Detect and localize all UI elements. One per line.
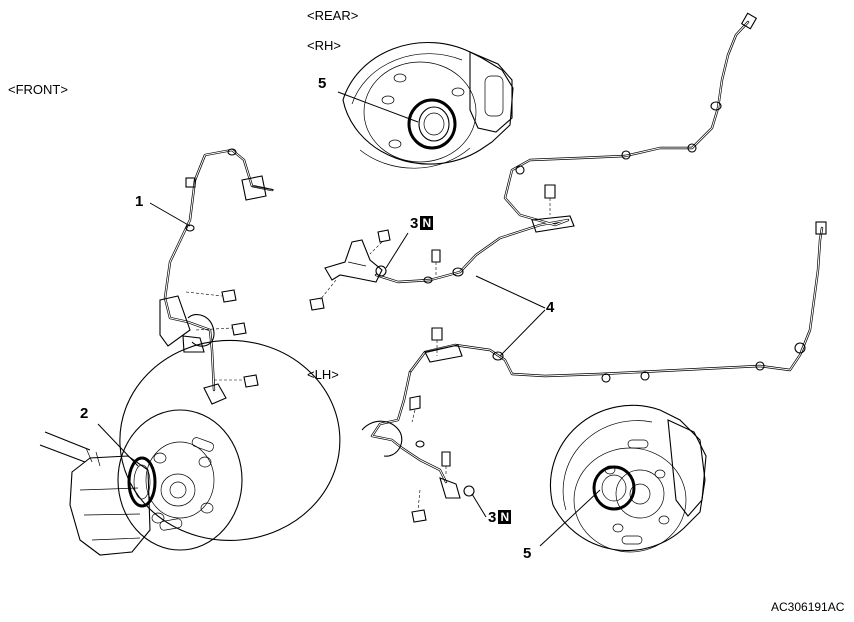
rh-label: <RH> bbox=[307, 38, 341, 53]
callout-2-front-rotor-ring: 2 bbox=[80, 405, 89, 422]
rear-harness bbox=[374, 12, 827, 383]
rear-lh-brake-assembly bbox=[549, 404, 707, 553]
non-reusable-badge: N bbox=[420, 216, 434, 230]
front-label: <FRONT> bbox=[8, 82, 68, 97]
callout-5-lh-rotor: 5 bbox=[523, 545, 532, 562]
front-sensor-harness bbox=[159, 148, 275, 405]
figure-code: AC306191AC bbox=[771, 600, 845, 614]
callout-5-rh-rotor: 5 bbox=[318, 75, 327, 92]
front-brake-assembly bbox=[39, 339, 341, 556]
rear-label: <REAR> bbox=[307, 8, 359, 23]
callout-3-rh-number: 3 bbox=[410, 215, 419, 232]
non-reusable-badge: N bbox=[498, 510, 512, 524]
rear-lh-sensor bbox=[361, 327, 475, 523]
callout-4-rear-harness: 4 bbox=[546, 299, 555, 316]
callout-3-lh-number: 3 bbox=[488, 509, 497, 526]
rear-rh-sensor bbox=[309, 184, 556, 311]
leader-lines bbox=[97, 91, 601, 547]
callout-1-front-sensor: 1 bbox=[135, 193, 144, 210]
rear-rh-brake-assembly bbox=[342, 41, 514, 169]
lh-label: <LH> bbox=[307, 367, 339, 382]
